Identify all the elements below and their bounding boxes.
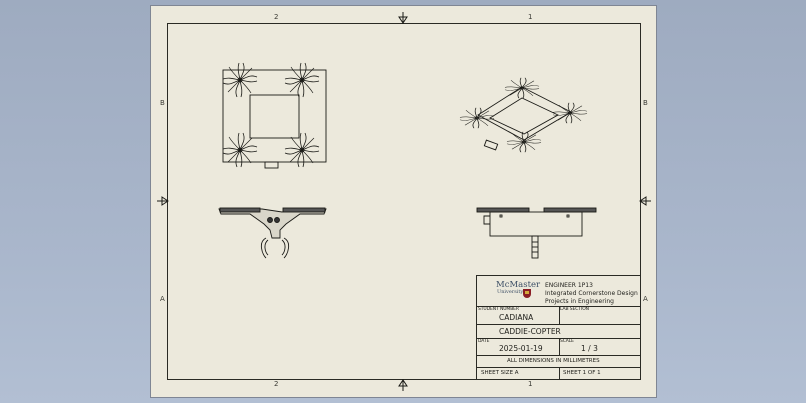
title-block-header: McMaster University ENGINEER 1P13 Integr… [477, 276, 640, 306]
zone-right-a: A [643, 295, 648, 303]
course-title-line2: Projects in Engineering [545, 298, 614, 305]
drawing-title-row: CADDIE-COPTER [477, 324, 640, 339]
lab-section-label: LAB SECTION [560, 307, 589, 312]
zone-top-1: 1 [528, 13, 533, 21]
date-scale-row: DATE 2025-01-19 SCALE 1 / 3 [477, 338, 640, 356]
course-code: ENGINEER 1P13 [545, 282, 593, 289]
sheet-count: SHEET 1 OF 1 [563, 370, 601, 376]
student-number-label: STUDENT NUMBER [478, 307, 519, 312]
right-center-arrow [639, 196, 651, 206]
top-view [222, 62, 327, 169]
zone-right-b: B [643, 99, 648, 107]
course-title-line1: Integrated Cornerstone Design [545, 290, 638, 297]
scale-value: 1 / 3 [581, 344, 598, 353]
course-info: ENGINEER 1P13 Integrated Cornerstone Des… [545, 282, 638, 306]
units-note: ALL DIMENSIONS IN MILLIMETRES [507, 358, 600, 364]
zone-left-b: B [160, 99, 165, 107]
sheet-row: SHEET SIZE A SHEET 1 OF 1 [477, 367, 640, 380]
isometric-view [459, 77, 588, 153]
zone-left-a: A [160, 295, 165, 303]
top-center-arrow [398, 12, 408, 24]
university-logo-text: McMaster [496, 280, 541, 290]
units-row: ALL DIMENSIONS IN MILLIMETRES [477, 355, 640, 368]
scale-label: SCALE [560, 339, 574, 344]
student-row: STUDENT NUMBER CADIANA LAB SECTION [477, 306, 640, 325]
sheet-size: SHEET SIZE A [481, 370, 519, 376]
left-center-arrow [157, 196, 169, 206]
university-subtext: University [497, 289, 524, 295]
title-block: McMaster University ENGINEER 1P13 Integr… [476, 275, 641, 380]
drawing-title: CADDIE-COPTER [499, 327, 561, 336]
zone-bottom-2: 2 [274, 380, 279, 388]
student-number-value: CADIANA [499, 313, 534, 322]
university-crest-icon [523, 289, 531, 298]
date-value: 2025-01-19 [499, 344, 543, 353]
side-view [476, 207, 597, 259]
date-label: DATE [478, 339, 490, 344]
bottom-center-arrow [398, 379, 408, 391]
front-view [218, 207, 327, 259]
zone-bottom-1: 1 [528, 380, 533, 388]
zone-top-2: 2 [274, 13, 279, 21]
